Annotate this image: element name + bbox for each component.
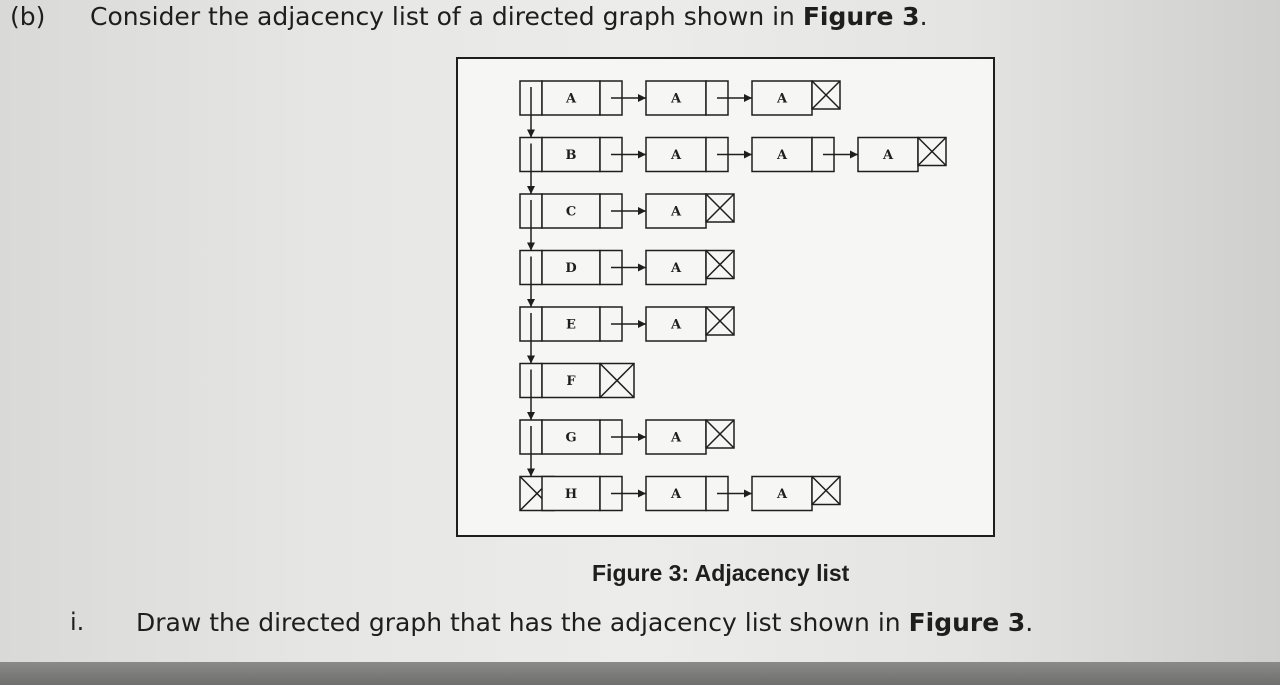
vertex-label-b: B xyxy=(566,148,577,163)
null-cross-line xyxy=(705,306,735,336)
neighbor-label: A xyxy=(670,487,682,502)
neighbor-label: A xyxy=(882,148,894,163)
vertex-down-arrow xyxy=(527,299,535,307)
vertex-label-f: F xyxy=(566,374,576,389)
neighbor-label: A xyxy=(776,148,788,163)
vertex-label-a: A xyxy=(565,92,577,107)
neighbor-label: A xyxy=(776,487,788,502)
neighbor-value-cell xyxy=(751,136,813,173)
neighbor-value-cell xyxy=(751,80,813,116)
null-cross-line xyxy=(811,475,841,506)
next-arrow xyxy=(638,263,646,272)
next-arrow xyxy=(638,489,646,498)
adjacency-list-diagram: A A A B A A A C A D A E A F G A H A A xyxy=(519,80,947,512)
vertex-down-arrow xyxy=(527,129,535,138)
subquestion-text-plain: Draw the directed graph that has the adj… xyxy=(136,608,909,637)
question-figure-ref: Figure 3 xyxy=(802,2,920,31)
question-text-end: . xyxy=(919,2,928,31)
question-text: Consider the adjacency list of a directe… xyxy=(90,2,928,31)
null-cross-line xyxy=(917,136,947,167)
vertex-label-c: C xyxy=(566,205,576,220)
neighbor-label: A xyxy=(670,318,682,333)
vertex-label-g: G xyxy=(565,431,576,446)
neighbor-value-cell xyxy=(645,306,707,342)
subquestion-text: Draw the directed graph that has the adj… xyxy=(136,608,1033,637)
neighbor-label: A xyxy=(670,205,682,220)
vertex-down-arrow xyxy=(527,355,535,364)
vertex-label-cell xyxy=(541,193,601,229)
null-cross-line xyxy=(599,362,635,399)
vertex-label-e: E xyxy=(566,318,576,333)
null-cross-line xyxy=(705,249,735,280)
neighbor-value-cell xyxy=(645,80,707,116)
subquestion-figure-ref: Figure 3 xyxy=(908,608,1026,637)
neighbor-label: A xyxy=(670,261,682,276)
vertex-label-cell xyxy=(541,362,601,399)
subquestion-label: i. xyxy=(70,608,85,636)
next-arrow xyxy=(638,433,646,441)
next-arrow xyxy=(850,150,858,159)
vertex-down-arrow xyxy=(527,412,535,420)
screen-bottom-edge xyxy=(0,662,1280,685)
next-arrow xyxy=(744,94,752,102)
vertex-label-cell xyxy=(541,306,601,342)
null-cross-line xyxy=(705,419,735,449)
neighbor-value-cell xyxy=(645,419,707,455)
neighbor-value-cell xyxy=(645,193,707,229)
next-arrow xyxy=(638,207,646,215)
vertex-label-h: H xyxy=(565,487,577,502)
vertex-label-d: D xyxy=(565,261,576,276)
null-cross-line xyxy=(705,193,735,223)
vertex-down-arrow xyxy=(527,186,535,194)
vertex-label-cell xyxy=(541,249,601,286)
vertex-down-arrow xyxy=(527,468,535,477)
neighbor-label: A xyxy=(670,148,682,163)
vertex-label-cell xyxy=(541,80,601,116)
neighbor-label: A xyxy=(670,431,682,446)
neighbor-label: A xyxy=(776,92,788,107)
next-arrow xyxy=(638,320,646,328)
subquestion-text-end: . xyxy=(1025,608,1034,637)
neighbor-label: A xyxy=(670,92,682,107)
figure-caption: Figure 3: Adjacency list xyxy=(592,560,850,586)
question-text-plain: Consider the adjacency list of a directe… xyxy=(90,2,803,31)
neighbor-value-cell xyxy=(645,136,707,173)
next-arrow xyxy=(744,150,752,159)
adjacency-list-figure: A A A B A A A C A D A E A F G A H A A xyxy=(456,57,995,537)
neighbor-value-cell xyxy=(751,475,813,512)
question-label: (b) xyxy=(10,2,46,31)
next-arrow xyxy=(638,94,646,102)
vertex-down-arrow xyxy=(527,242,535,251)
neighbor-value-cell xyxy=(645,249,707,286)
next-arrow xyxy=(744,489,752,498)
null-cross-line xyxy=(811,80,841,110)
next-arrow xyxy=(638,150,646,159)
